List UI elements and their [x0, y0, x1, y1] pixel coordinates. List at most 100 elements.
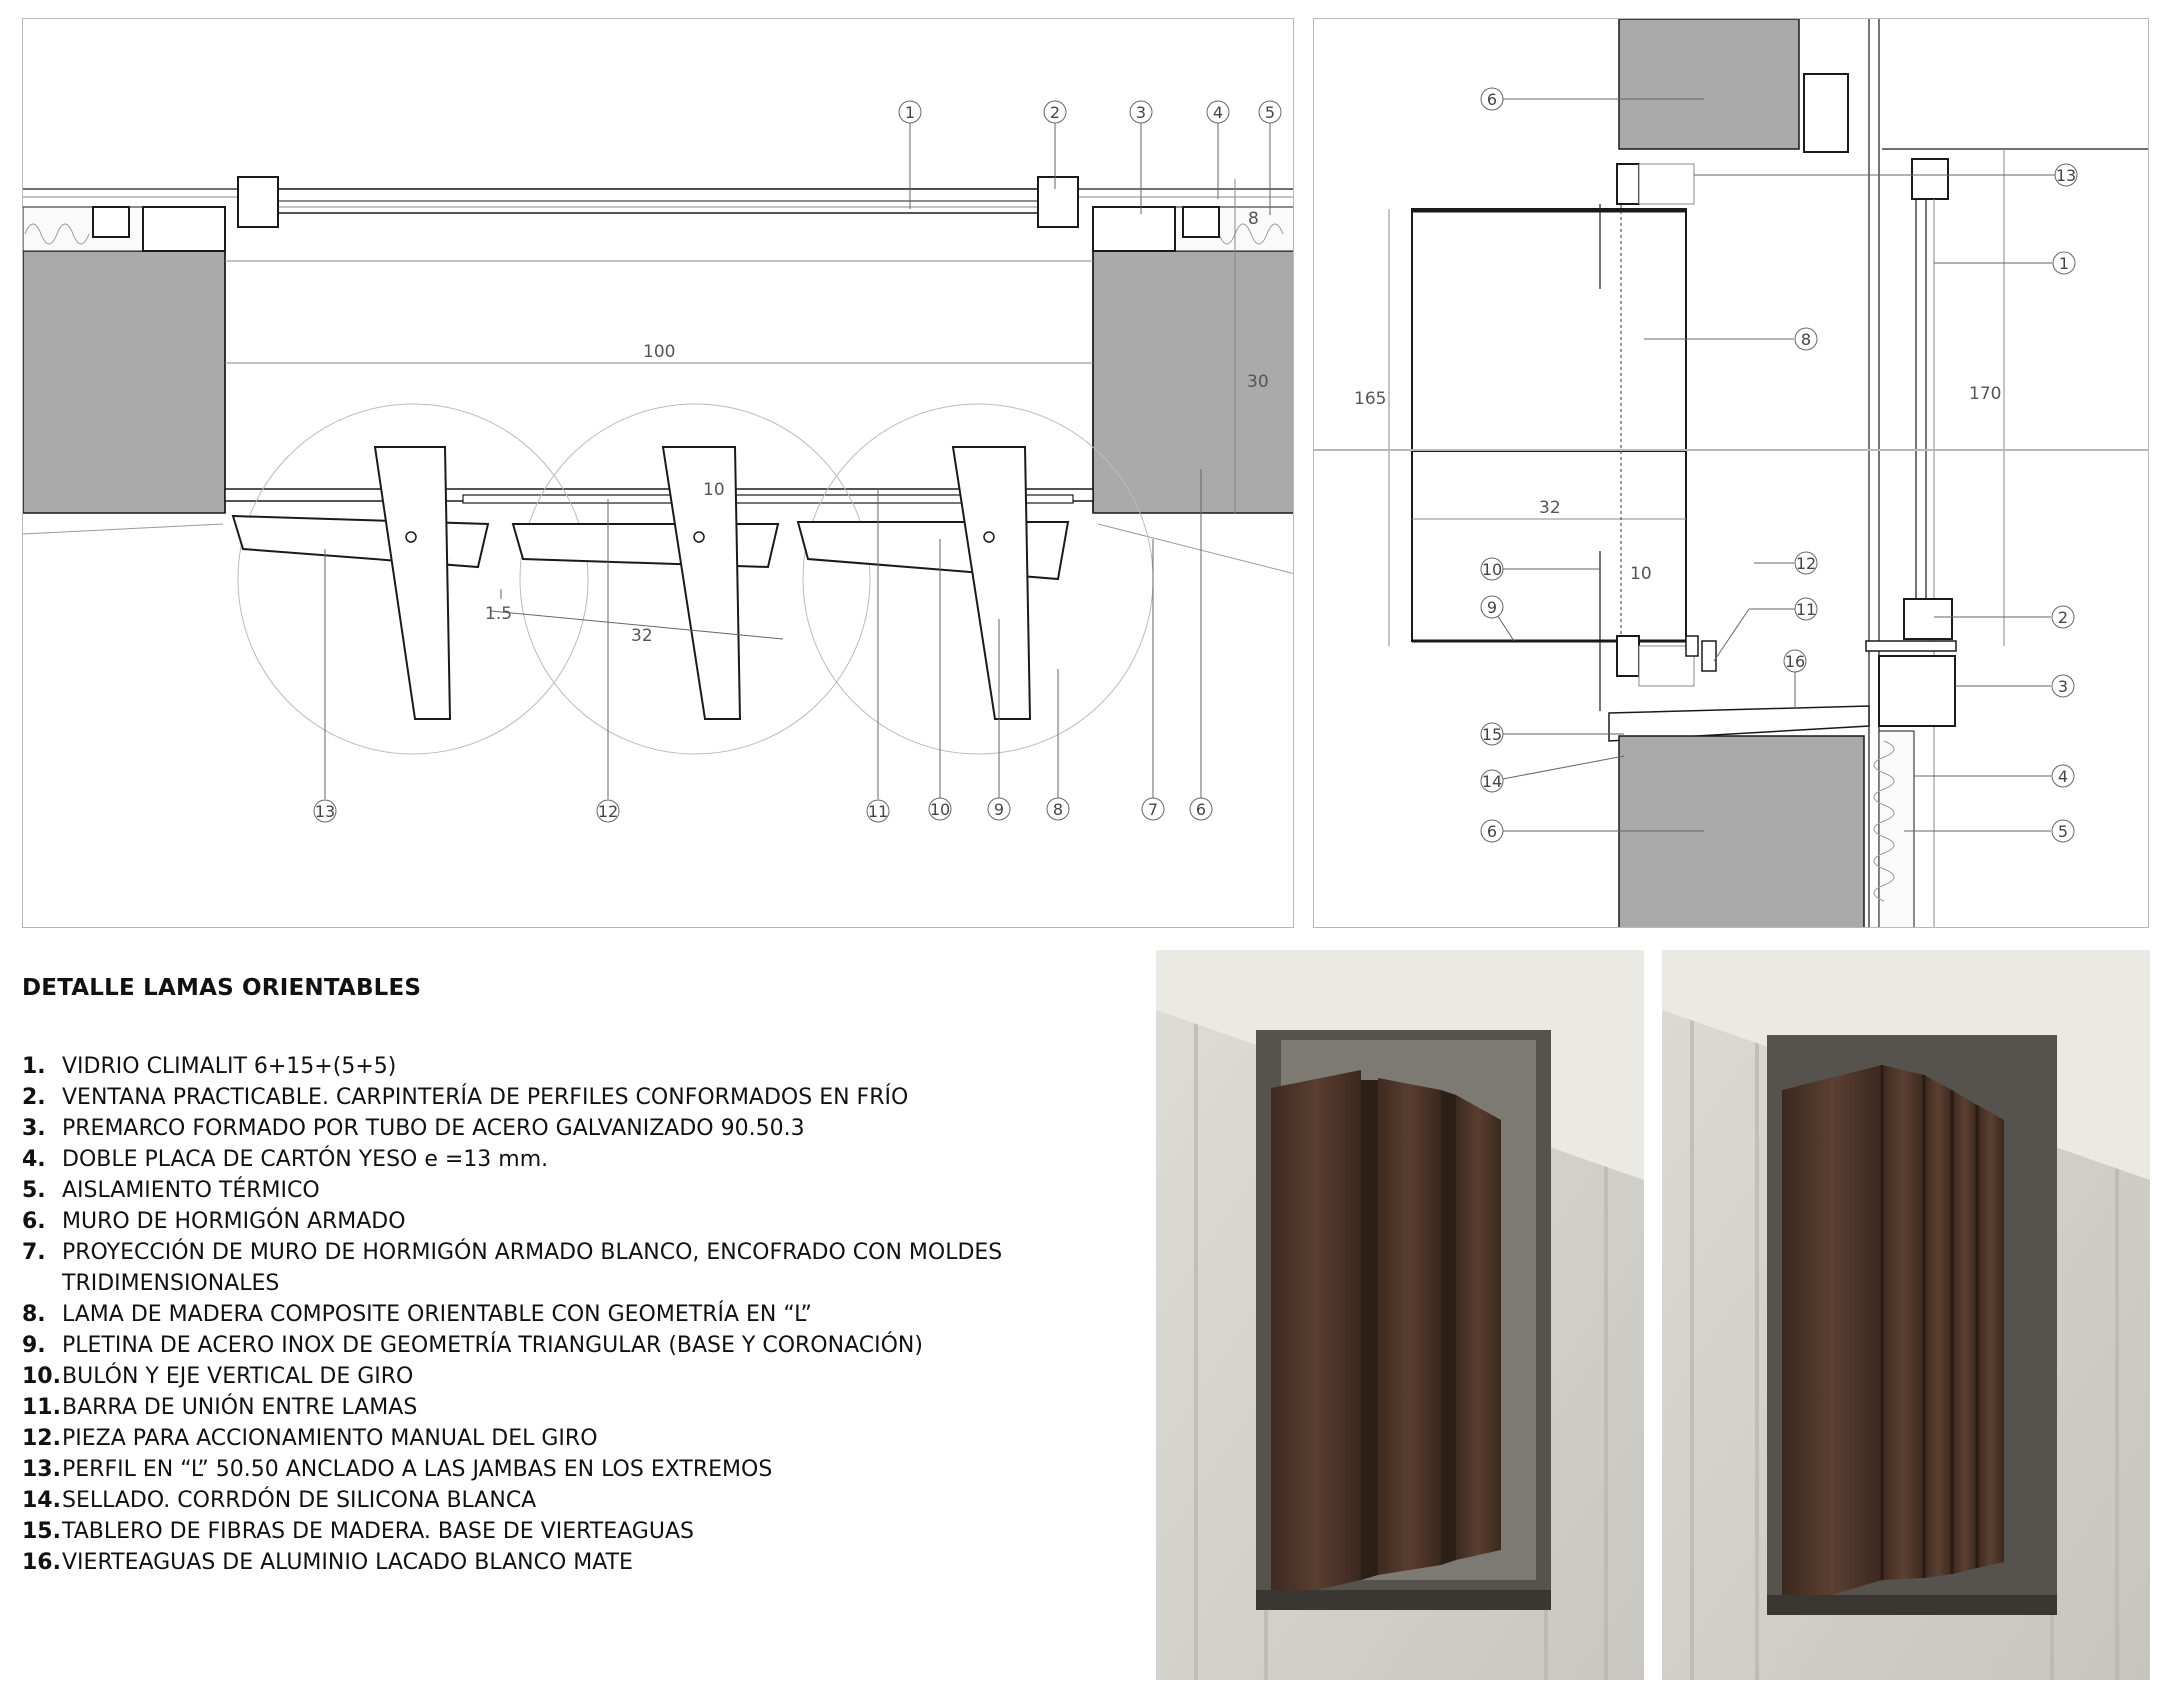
- legend-item-text: BARRA DE UNIÓN ENTRE LAMAS: [62, 1395, 418, 1420]
- svg-text:12: 12: [1796, 554, 1816, 573]
- plan-callout-10: 10: [928, 797, 952, 821]
- plan-dim-8: 8: [1248, 209, 1259, 229]
- photo-louvers-closed: [1662, 950, 2150, 1680]
- section-callout-2: 2: [2051, 605, 2075, 629]
- legend-item-text: MURO DE HORMIGÓN ARMADO: [62, 1209, 406, 1234]
- section-callout-12: 12: [1794, 551, 1818, 575]
- legend-item-number: 1.: [22, 1054, 46, 1079]
- plan-callout-2: 2: [1043, 100, 1067, 124]
- plan-detail-panel: 100 30 8 10 1.5 32 1 2 3 4 5 13 12 11 10…: [22, 18, 1294, 928]
- plan-callout-3: 3: [1129, 100, 1153, 124]
- section-callout-1: 1: [2052, 251, 2076, 275]
- legend-item: 1.VIDRIO CLIMALIT 6+15+(5+5): [22, 1051, 1122, 1082]
- legend-item-text: TABLERO DE FIBRAS DE MADERA. BASE DE VIE…: [62, 1519, 694, 1544]
- legend-item-number: 10.: [22, 1364, 61, 1389]
- plan-callout-13: 13: [313, 799, 337, 823]
- svg-text:13: 13: [315, 802, 335, 821]
- svg-text:2: 2: [2058, 608, 2068, 627]
- legend-item-number: 2.: [22, 1085, 46, 1110]
- plan-callout-5: 5: [1258, 100, 1282, 124]
- svg-text:9: 9: [1487, 598, 1497, 617]
- plan-callout-8: 8: [1046, 797, 1070, 821]
- svg-text:5: 5: [1265, 103, 1275, 122]
- svg-text:11: 11: [868, 802, 888, 821]
- legend-item: 6. MURO DE HORMIGÓN ARMADO: [22, 1206, 1122, 1237]
- legend-item-text: PROYECCIÓN DE MURO DE HORMIGÓN ARMADO BL…: [62, 1240, 1003, 1296]
- plan-callout-4: 4: [1206, 100, 1230, 124]
- svg-text:9: 9: [994, 800, 1004, 819]
- section-callout-3: 3: [2051, 674, 2075, 698]
- legend-item: 11.BARRA DE UNIÓN ENTRE LAMAS: [22, 1392, 1122, 1423]
- legend-item-text: VIERTEAGUAS DE ALUMINIO LACADO BLANCO MA…: [62, 1550, 633, 1575]
- legend-item-text: PLETINA DE ACERO INOX DE GEOMETRÍA TRIAN…: [62, 1333, 923, 1358]
- section-callout-13: 13: [2054, 163, 2078, 187]
- legend-item-number: 6.: [22, 1209, 46, 1234]
- wood-slat-top: [1411, 208, 1687, 449]
- legend-item-number: 3.: [22, 1116, 46, 1141]
- section-callout-9: 9: [1480, 595, 1504, 619]
- legend-item-text: PIEZA PARA ACCIONAMIENTO MANUAL DEL GIRO: [62, 1426, 598, 1451]
- legend-item-number: 4.: [22, 1147, 46, 1172]
- section-top-drawing: 165 170 6 13 8 1: [1354, 19, 2148, 449]
- svg-text:6: 6: [1487, 822, 1497, 841]
- legend-item: 7. PROYECCIÓN DE MURO DE HORMIGÓN ARMADO …: [22, 1237, 1122, 1299]
- svg-text:10: 10: [930, 800, 950, 819]
- legend-item-number: 7.: [22, 1240, 46, 1265]
- svg-text:12: 12: [598, 802, 618, 821]
- legend-item-number: 8.: [22, 1302, 46, 1327]
- svg-text:1: 1: [2059, 254, 2069, 273]
- section-callout-14: 14: [1480, 769, 1504, 793]
- concrete-sill: [1618, 735, 1865, 927]
- legend-item-number: 15.: [22, 1519, 61, 1544]
- section-dim-165: 165: [1354, 389, 1386, 409]
- section-callout-5: 5: [2051, 819, 2075, 843]
- legend-item-text: SELLADO. CORRDÓN DE SILICONA BLANCA: [62, 1488, 537, 1513]
- section-callout-6-bottom: 6: [1480, 819, 1504, 843]
- plan-dim-32: 32: [631, 626, 653, 646]
- section-dim-170: 170: [1969, 384, 2001, 404]
- legend-item: 13.PERFIL EN “L” 50.50 ANCLADO A LAS JAM…: [22, 1454, 1122, 1485]
- section-callout-8: 8: [1794, 327, 1818, 351]
- section-callout-11: 11: [1794, 597, 1818, 621]
- concrete-wall-right: [1092, 250, 1293, 514]
- photo-louvers-open: [1156, 950, 1644, 1680]
- legend: DETALLE LAMAS ORIENTABLES 1.VIDRIO CLIMA…: [22, 975, 1122, 1578]
- section-callout-6-top: 6: [1480, 87, 1504, 111]
- section-dim-32: 32: [1539, 498, 1561, 518]
- section-bottom-panel: 32 10 10 9 15 14 6 12 11 16 2 3 4 5: [1313, 450, 2149, 928]
- legend-item: 9. PLETINA DE ACERO INOX DE GEOMETRÍA TRI…: [22, 1330, 1122, 1361]
- legend-item-number: 13.: [22, 1457, 61, 1482]
- plan-callout-7: 7: [1141, 797, 1165, 821]
- legend-item: 10.BULÓN Y EJE VERTICAL DE GIRO: [22, 1361, 1122, 1392]
- plan-dim-100: 100: [643, 342, 675, 362]
- svg-text:16: 16: [1785, 652, 1805, 671]
- svg-text:11: 11: [1796, 600, 1816, 619]
- svg-text:6: 6: [1196, 800, 1206, 819]
- svg-text:6: 6: [1487, 90, 1497, 109]
- svg-text:8: 8: [1053, 800, 1063, 819]
- svg-text:3: 3: [1136, 103, 1146, 122]
- section-callout-4: 4: [2051, 764, 2075, 788]
- svg-text:13: 13: [2056, 166, 2076, 185]
- plan-callout-11: 11: [866, 799, 890, 823]
- plan-dim-30: 30: [1247, 372, 1269, 392]
- plan-callout-9: 9: [987, 797, 1011, 821]
- svg-text:10: 10: [1482, 560, 1502, 579]
- plan-dim-10: 10: [703, 480, 725, 500]
- page-title: DETALLE LAMAS ORIENTABLES: [22, 975, 422, 1001]
- legend-item: 2. VENTANA PRACTICABLE. CARPINTERÍA DE PE…: [22, 1082, 1122, 1113]
- legend-item: 15.TABLERO DE FIBRAS DE MADERA. BASE DE …: [22, 1516, 1122, 1547]
- legend-item-number: 14.: [22, 1488, 61, 1513]
- section-callout-16: 16: [1783, 649, 1807, 673]
- legend-item-number: 12.: [22, 1426, 61, 1451]
- plan-detail-drawing: 100 30 8 10 1.5 32 1 2 3 4 5 13 12 11 10…: [23, 100, 1293, 823]
- concrete-lintel: [1618, 19, 1800, 150]
- section-dim-10: 10: [1630, 564, 1652, 584]
- plan-callout-12: 12: [596, 799, 620, 823]
- svg-text:4: 4: [2058, 767, 2068, 786]
- legend-item: 16.VIERTEAGUAS DE ALUMINIO LACADO BLANCO…: [22, 1547, 1122, 1578]
- legend-item-text: VENTANA PRACTICABLE. CARPINTERÍA DE PERF…: [62, 1085, 909, 1110]
- legend-item-text: PERFIL EN “L” 50.50 ANCLADO A LAS JAMBAS…: [62, 1457, 773, 1482]
- svg-text:15: 15: [1482, 725, 1502, 744]
- legend-item-number: 9.: [22, 1333, 46, 1358]
